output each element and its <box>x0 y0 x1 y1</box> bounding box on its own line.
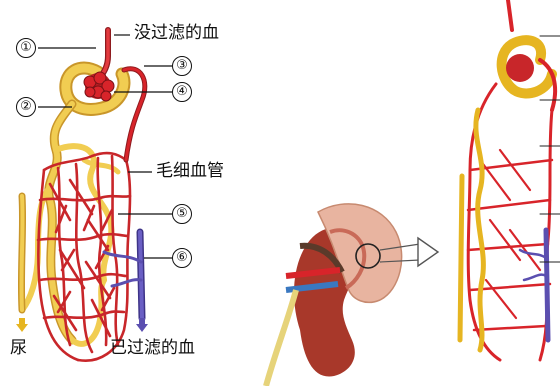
glomerulus <box>84 72 114 101</box>
marker-4: ④ <box>172 82 192 102</box>
marker-2: ② <box>16 97 36 117</box>
label-unfiltered-blood: 没过滤的血 <box>134 25 219 42</box>
renal-tubule <box>21 68 124 344</box>
marker-6: ⑥ <box>172 248 192 268</box>
filtered-blood-arrow <box>136 318 148 332</box>
marker-1: ① <box>16 38 36 58</box>
label-capillaries: 毛细血管 <box>156 163 224 180</box>
urine-arrow <box>16 318 28 332</box>
label-filtered-blood: 已过滤的血 <box>110 340 195 357</box>
kidney-illustration <box>266 204 438 386</box>
nephron-right <box>460 0 560 360</box>
nephron-main <box>16 30 148 361</box>
marker-3: ③ <box>172 56 192 76</box>
marker-5: ⑤ <box>172 204 192 224</box>
label-urine: 尿 <box>10 340 27 357</box>
